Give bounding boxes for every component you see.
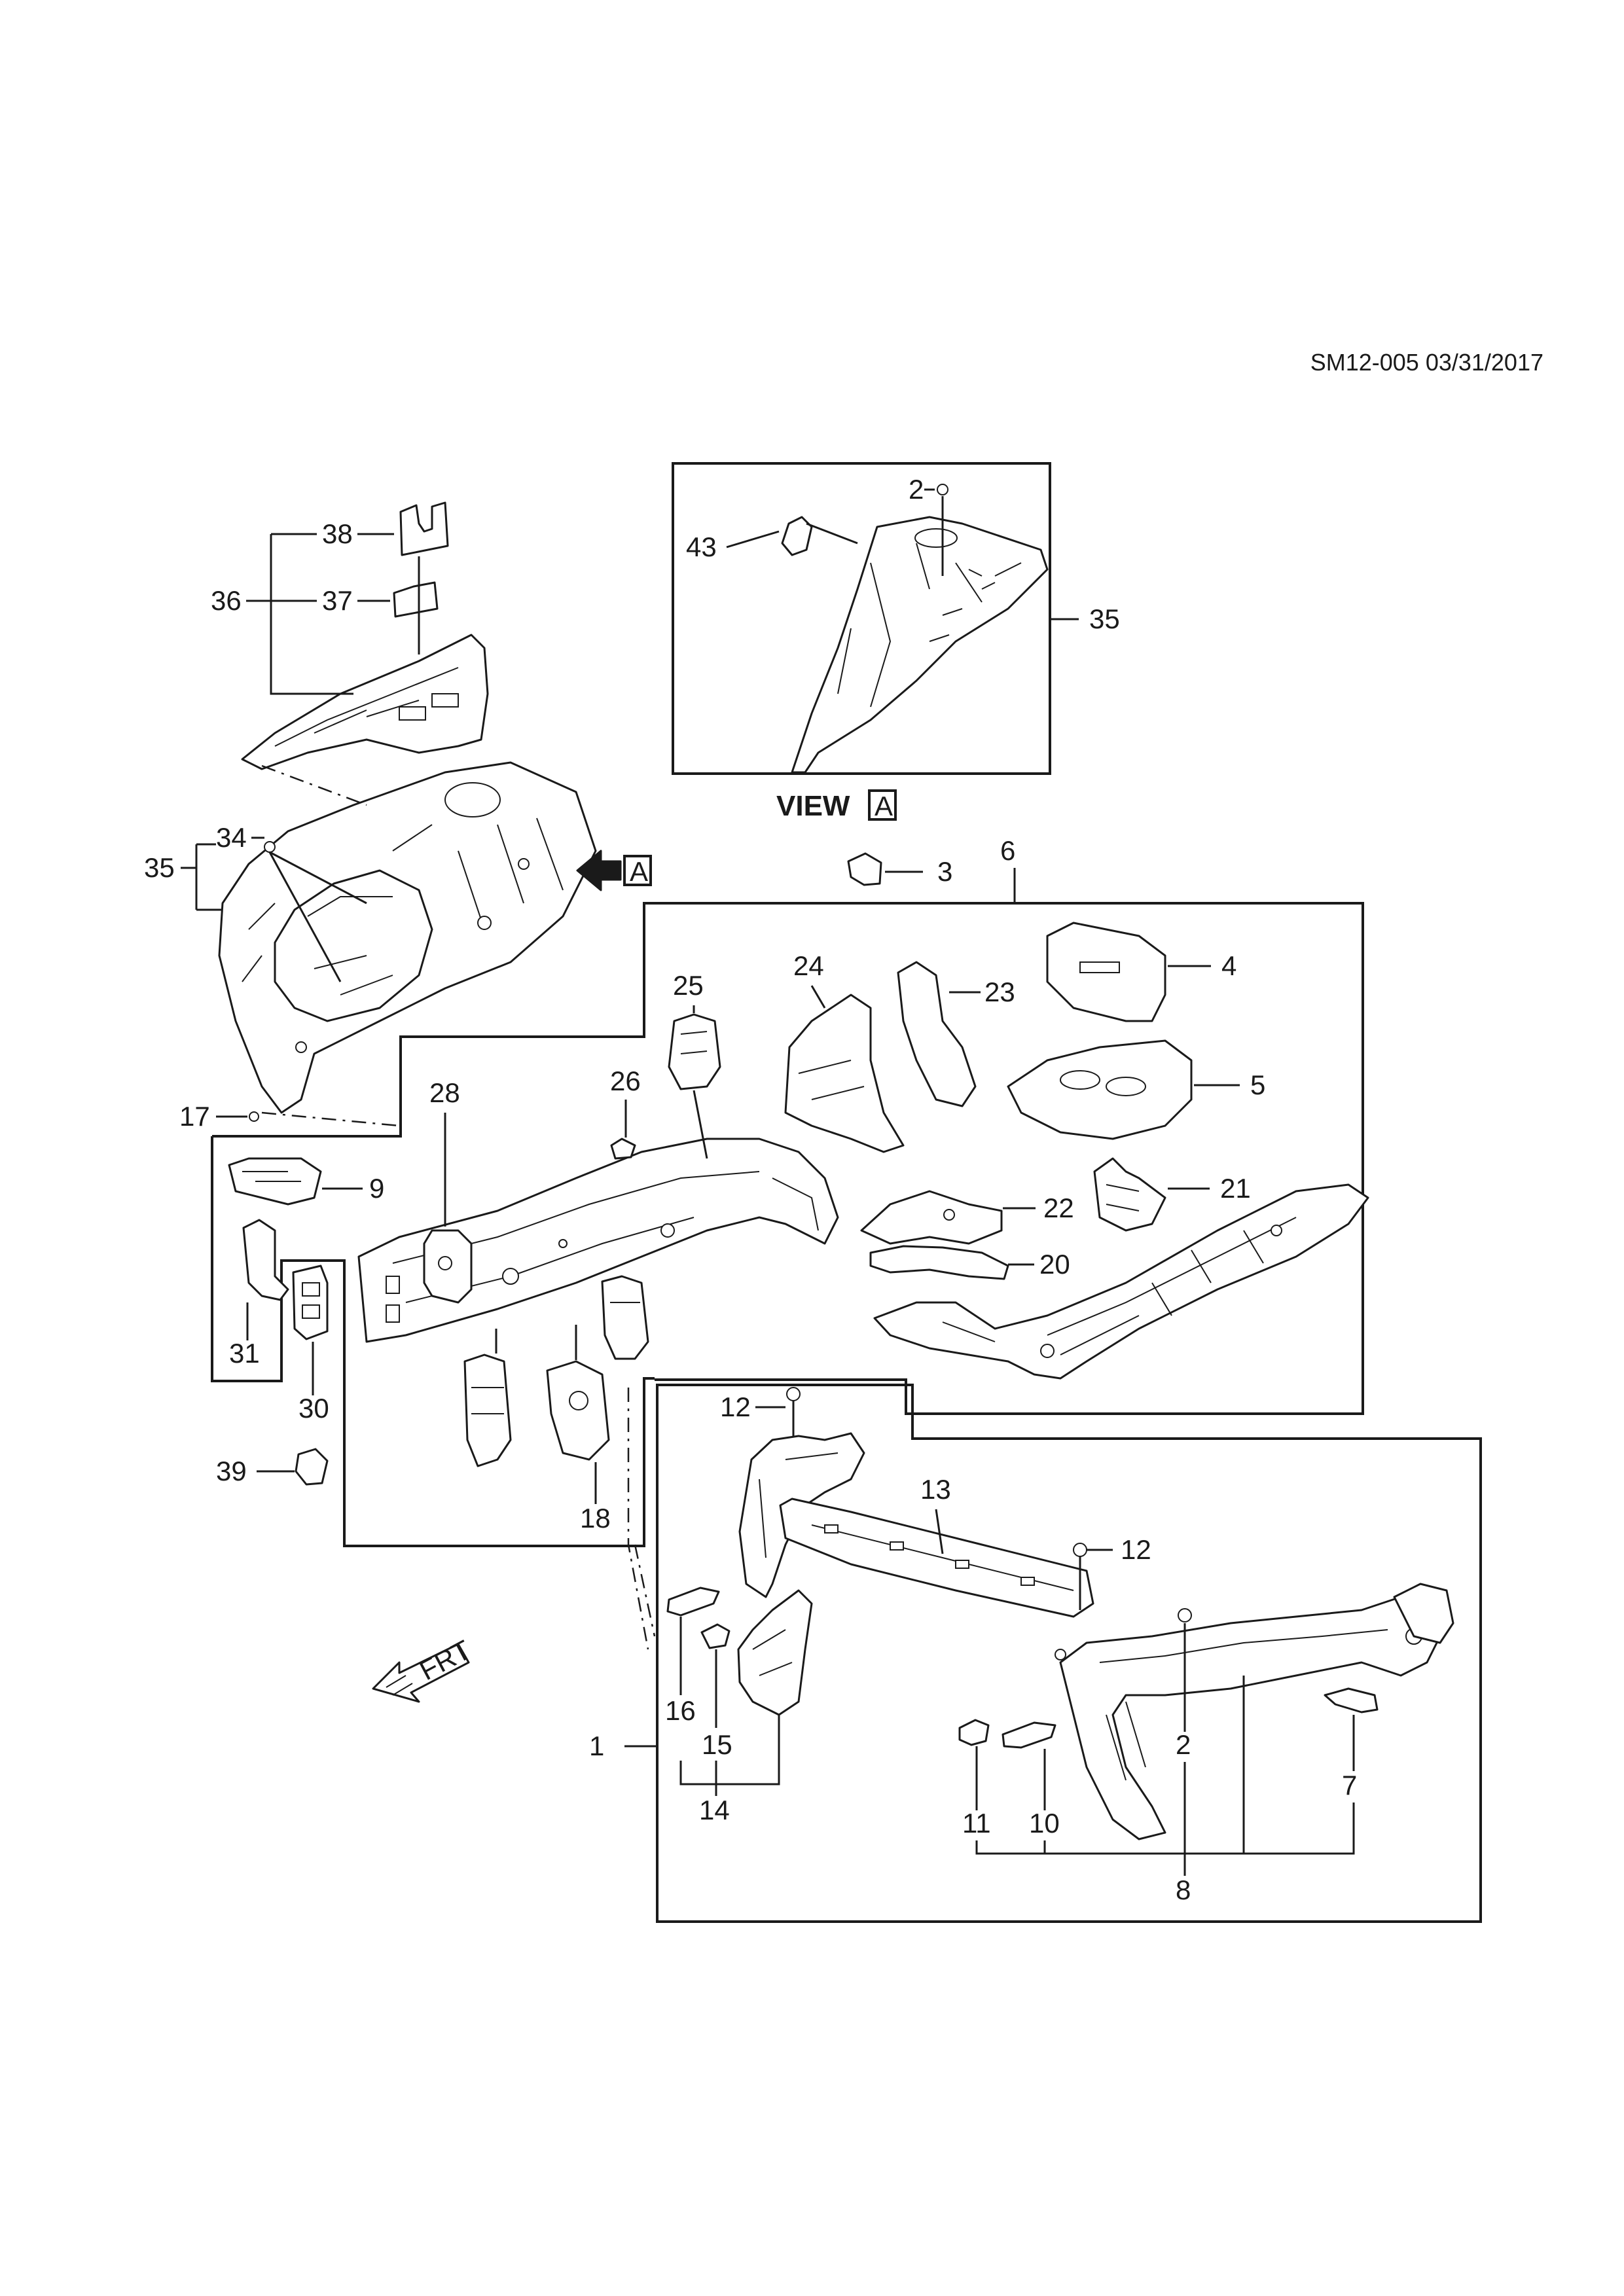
part-18-center: [546, 1360, 610, 1461]
upper-rail-assembly: [241, 501, 489, 770]
callout-15: 15: [702, 1729, 732, 1760]
callout-35-view: 35: [1089, 603, 1120, 634]
callout-10: 10: [1029, 1808, 1060, 1839]
callout-31: 31: [229, 1338, 260, 1369]
callout-23: 23: [984, 977, 1015, 1007]
callout-13: 13: [920, 1474, 951, 1505]
callout-4: 4: [1221, 950, 1236, 981]
part-13: [779, 1498, 1094, 1618]
callout-34: 34: [216, 822, 247, 853]
callout-28: 28: [429, 1077, 460, 1108]
callout-17: 17: [179, 1101, 210, 1132]
callout-2-view: 2: [909, 474, 924, 505]
part-26: [610, 1138, 636, 1160]
callout-14: 14: [699, 1795, 730, 1825]
part-21: [1093, 1157, 1166, 1232]
callout-6: 6: [1000, 835, 1015, 866]
callout-39: 39: [216, 1456, 247, 1486]
callout-20: 20: [1039, 1249, 1070, 1280]
part-11: [958, 1719, 990, 1746]
callout-9: 9: [369, 1173, 384, 1204]
part-18-right: [601, 1275, 649, 1360]
front-rail: [357, 1138, 839, 1343]
view-letter-box: [868, 789, 897, 821]
arrow-letter: A: [630, 856, 648, 887]
callout-1: 1: [589, 1731, 604, 1761]
callout-25: 25: [673, 970, 704, 1001]
part-3: [847, 852, 882, 886]
callout-11: 11: [962, 1808, 991, 1839]
part-20: [869, 1245, 1009, 1280]
callout-43: 43: [686, 531, 717, 562]
part-22: [860, 1190, 1003, 1245]
group-box-1: [656, 1384, 1482, 1923]
callout-18: 18: [580, 1503, 611, 1534]
callout-36: 36: [211, 585, 242, 616]
part-16: [666, 1587, 720, 1617]
wheelhouse-assembly: [218, 761, 597, 1114]
callout-5: 5: [1250, 1069, 1265, 1100]
part-31: [242, 1219, 289, 1301]
part-10: [1001, 1721, 1056, 1749]
rear-frame: [873, 1183, 1369, 1380]
callout-16: 16: [665, 1695, 696, 1726]
view-label: VIEW: [776, 790, 850, 822]
callout-35: 35: [144, 852, 175, 883]
part-39: [295, 1448, 329, 1486]
callout-21: 21: [1220, 1173, 1251, 1204]
part-23: [897, 961, 977, 1107]
part-18-left: [463, 1354, 512, 1467]
callout-22: 22: [1043, 1193, 1074, 1223]
callout-30: 30: [298, 1393, 329, 1424]
callout-24: 24: [793, 950, 824, 981]
part-15: [700, 1623, 731, 1649]
group-box-9-31: [212, 907, 645, 1138]
callout-37: 37: [322, 585, 353, 616]
callout-12-right: 12: [1121, 1534, 1151, 1565]
callout-8: 8: [1176, 1874, 1191, 1905]
callout-12-top: 12: [720, 1391, 751, 1422]
callout-7: 7: [1342, 1770, 1357, 1801]
view-letter: A: [875, 791, 893, 821]
part-30: [292, 1265, 329, 1340]
document-code: SM12-005 03/31/2017: [1310, 349, 1543, 376]
part-5: [1007, 1039, 1193, 1140]
subframe-assembly: [1055, 1583, 1454, 1840]
callout-38: 38: [322, 518, 353, 549]
front-strut-assembly: [737, 1432, 865, 1716]
part-7: [1324, 1687, 1379, 1713]
arrow-letter-box: [623, 855, 652, 886]
view-a-inset: [672, 462, 1079, 775]
view-direction-arrow: [576, 850, 622, 891]
part-24: [784, 994, 905, 1153]
callout-26: 26: [610, 1066, 641, 1096]
front-direction-arrow: [372, 1643, 470, 1703]
callout-2-bottom: 2: [1176, 1729, 1191, 1760]
callout-3: 3: [937, 856, 952, 887]
